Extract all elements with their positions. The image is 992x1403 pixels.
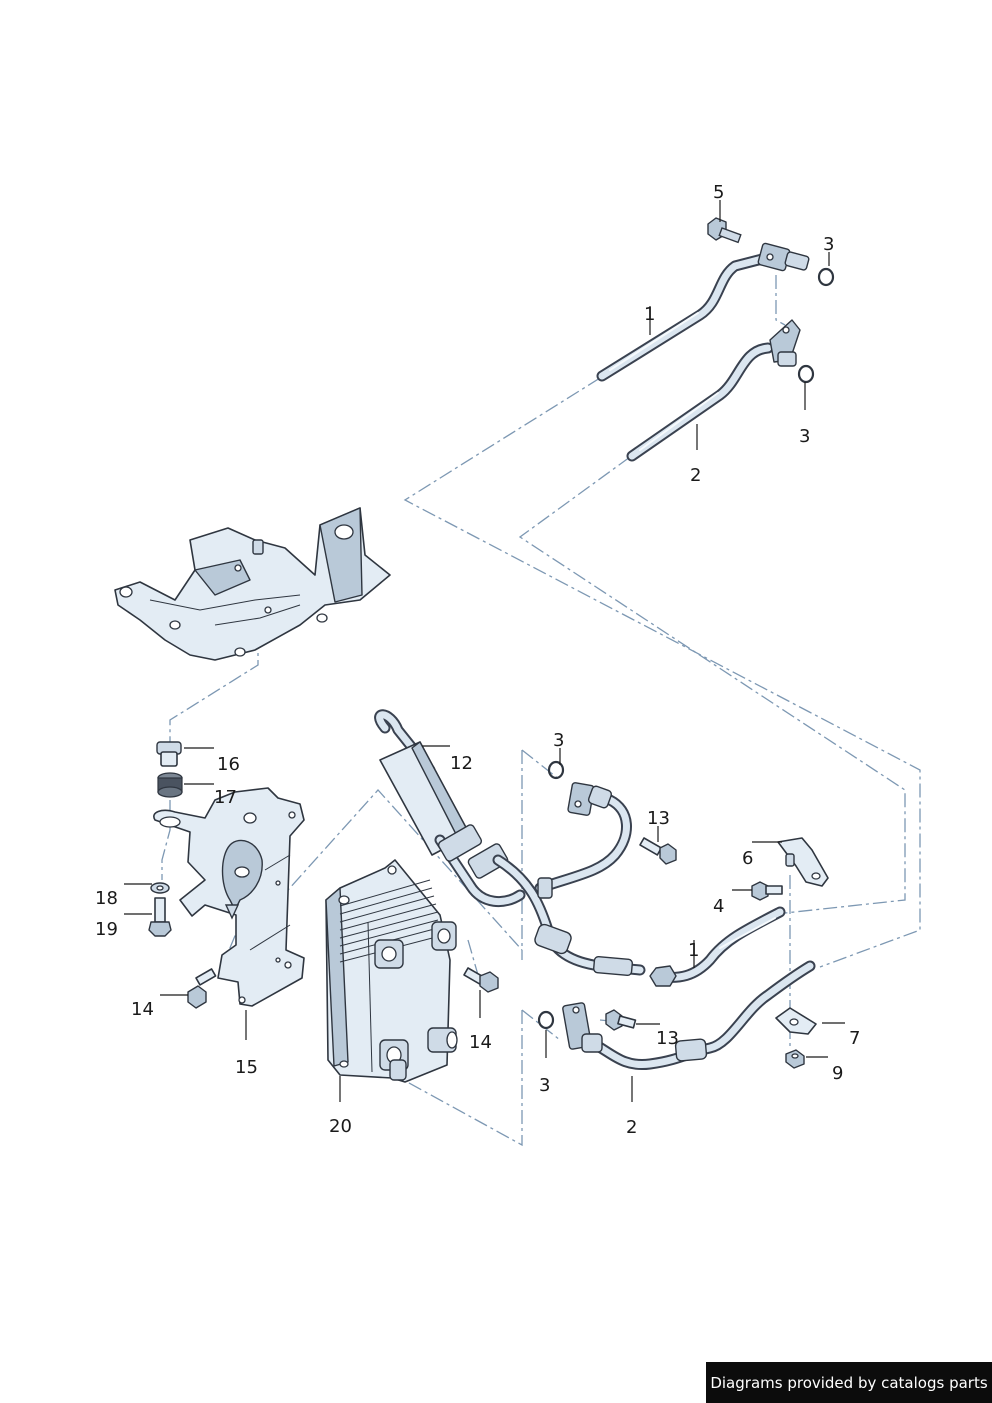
coolant-pipe-2-bottom: [562, 960, 816, 1071]
washer-18: [150, 882, 170, 894]
label-1-top: 1: [644, 304, 655, 325]
label-4: 4: [713, 896, 724, 917]
label-14-left: 14: [131, 999, 154, 1020]
nut-9: [785, 1049, 805, 1069]
label-2-bottom: 2: [626, 1117, 637, 1138]
oil-cooler-20: [325, 859, 458, 1083]
bolt-14-right: [463, 967, 499, 993]
rubber-mount-17: [157, 772, 183, 798]
label-13-lower: 13: [656, 1028, 679, 1049]
label-9: 9: [832, 1063, 843, 1084]
coolant-pipe-2-top: [626, 319, 801, 462]
coolant-pipe-1-bottom: [649, 906, 786, 987]
bolt-19: [148, 897, 172, 937]
label-16: 16: [217, 754, 240, 775]
clip-bracket-6: [777, 837, 829, 887]
pipe-assembly-12: [374, 709, 646, 976]
credit-text: Diagrams provided by catalogs parts: [710, 1373, 988, 1392]
label-18: 18: [95, 888, 118, 909]
bolt-5: [707, 217, 742, 244]
label-3-bottom: 3: [539, 1075, 550, 1096]
label-3-top-b: 3: [799, 426, 810, 447]
label-12: 12: [450, 753, 473, 774]
label-15: 15: [235, 1057, 258, 1078]
bolt-13-lower: [605, 1009, 637, 1031]
mounting-bracket-15: [153, 787, 305, 1007]
leader-lines: [124, 200, 845, 1102]
label-6: 6: [742, 848, 753, 869]
diagram-credit-badge: Diagrams provided by catalogs parts: [706, 1362, 992, 1403]
o-ring-3-lower: [537, 760, 565, 1030]
o-ring-3-top: [797, 267, 835, 384]
label-14-right: 14: [469, 1032, 492, 1053]
label-3-top-a: 3: [823, 234, 834, 255]
label-3-mid: 3: [553, 730, 564, 751]
bolt-13-upper: [639, 837, 677, 865]
label-7: 7: [849, 1028, 860, 1049]
label-1-bottom: 1: [688, 940, 699, 961]
bolt-16: [156, 741, 182, 767]
part-labels: 5 3 1 3 2 3 12 13 6 4 1 13 7 9 3 2 16 17…: [95, 182, 860, 1138]
label-19: 19: [95, 919, 118, 940]
coolant-pipe-1-top: [596, 242, 810, 382]
bolt-14-left: [187, 968, 217, 1009]
bolt-4: [751, 881, 783, 901]
label-17: 17: [214, 787, 237, 808]
label-5: 5: [713, 182, 724, 203]
label-2-top: 2: [690, 465, 701, 486]
label-20: 20: [329, 1116, 352, 1137]
engine-mount-bracket: [114, 507, 391, 661]
label-13-upper: 13: [647, 808, 670, 829]
clip-bracket-7: [775, 1007, 817, 1035]
